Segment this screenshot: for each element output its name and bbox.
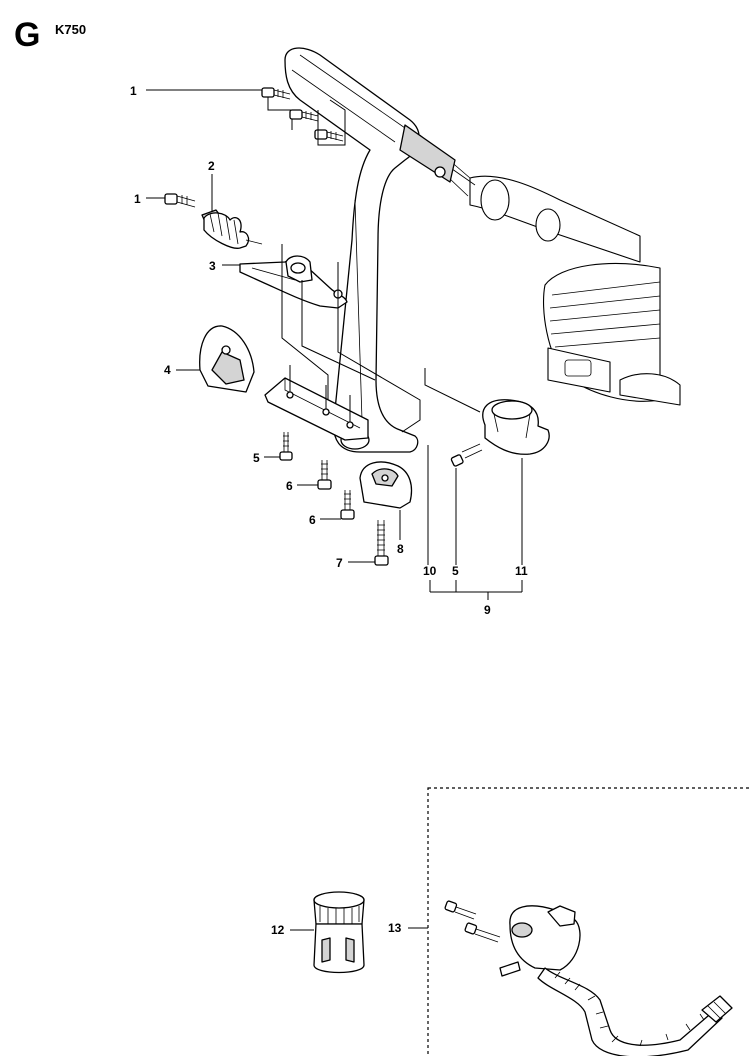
screw-6-lower (340, 490, 355, 520)
screw-top-2 (289, 109, 319, 122)
section-letter: G (14, 16, 41, 54)
screw-top-3 (314, 129, 344, 142)
screw-5-right (450, 443, 483, 467)
screw-7-long (374, 520, 389, 566)
callout-5-right: 5 (452, 564, 459, 578)
callout-10: 10 (423, 564, 437, 578)
screw-5-left (279, 432, 293, 461)
anti-vibration-spring (201, 209, 263, 249)
callout-7: 7 (336, 556, 343, 570)
callout-6-lower: 6 (309, 513, 316, 527)
upper-bracket (239, 255, 348, 309)
water-valve-assembly (444, 900, 733, 1056)
callout-5-left: 5 (253, 451, 260, 465)
callout-9: 9 (484, 603, 491, 617)
kit-boundary-dashed (427, 787, 750, 1056)
screw-top-1 (261, 87, 291, 100)
callout-6-upper: 6 (286, 479, 293, 493)
lower-bracket-plate (264, 377, 369, 441)
screw-mid (164, 193, 196, 208)
callout-8: 8 (397, 542, 404, 556)
model-code: K750 (55, 22, 87, 37)
engine-background-illustration (419, 134, 681, 406)
callout-1-mid: 1 (134, 192, 141, 206)
water-hose-coupling (313, 891, 365, 974)
callout-1-top: 1 (130, 84, 137, 98)
screw-6-upper (317, 460, 332, 490)
handle-support-bracket (482, 399, 550, 455)
callout-4: 4 (164, 363, 171, 377)
callout-11: 11 (515, 564, 528, 578)
callout-13: 13 (388, 921, 402, 935)
rubber-buffer-lower (359, 461, 413, 509)
callout-2: 2 (208, 159, 215, 173)
callout-12: 12 (271, 923, 285, 937)
callout-3: 3 (209, 259, 216, 273)
rubber-buffer-upper (199, 325, 255, 393)
